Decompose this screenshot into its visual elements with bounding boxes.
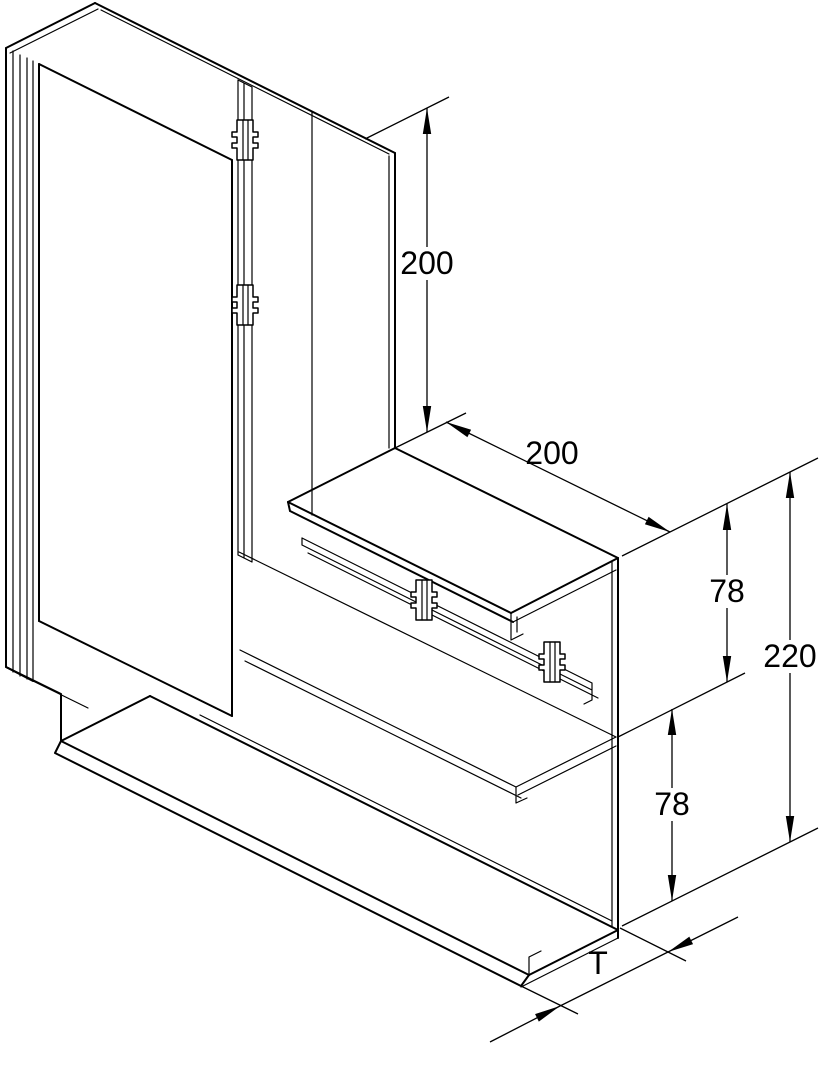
extension-line [617,672,746,738]
dim-label-horizontal-200: 200 [525,435,578,471]
extension-line [520,985,579,1015]
dim-depth-T [489,916,739,1043]
dim-horizontal-200 [445,421,671,533]
cable-clamp [538,641,566,683]
cable-clamp [231,284,259,326]
horizontal-duct-leg [32,447,619,988]
horizontal-inner-rail [301,537,599,705]
dim-label-78-top: 78 [709,573,745,609]
extension-line [621,827,819,927]
middle-separator [238,551,617,804]
vertical-duct-leg [5,2,396,742]
extension-line [394,412,467,449]
dim-label-vertical-200: 200 [400,245,453,281]
dim-label-depth-T: T [588,945,608,981]
cable-clamp [410,579,438,621]
extension-line [621,457,819,557]
extension-line [364,96,450,140]
dim-label-220: 220 [763,638,816,674]
cable-clamp [231,119,259,161]
dim-label-78-bottom: 78 [654,786,690,822]
extension-line [619,927,687,962]
dimension-annotations: 200 200 78 220 78 T [364,96,821,1043]
